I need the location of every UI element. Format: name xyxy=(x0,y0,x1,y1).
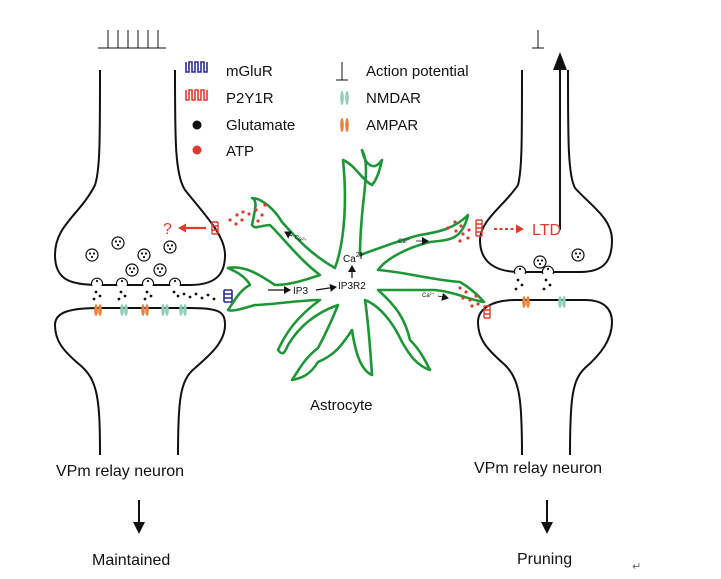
legend-action-potential: Action potential xyxy=(336,62,469,81)
legend-p2y1r: P2Y1R xyxy=(185,89,274,107)
right-postsynaptic-receptors xyxy=(522,296,566,308)
right-output-arrow xyxy=(553,52,567,230)
ca-small-right-lower: Ca2+ xyxy=(422,291,435,299)
return-mark: ↵ xyxy=(632,561,641,573)
astrocyte-cell xyxy=(226,148,486,382)
right-action-potential xyxy=(532,30,544,49)
right-outcome-arrow xyxy=(541,500,553,534)
right-vesicles xyxy=(513,248,585,275)
legend-ampar: AMPAR xyxy=(340,117,418,134)
right-p2y1r-receptor-lower xyxy=(483,305,491,319)
right-neuron-label: VPm relay neuron xyxy=(474,460,602,477)
right-p2y1r-receptor-upper xyxy=(475,219,483,237)
ip3-label: IP3 xyxy=(293,286,308,297)
right-outcome-label: Pruning xyxy=(517,551,572,568)
legend-mglur: mGluR xyxy=(185,61,273,80)
legend-glutamate: Glutamate xyxy=(192,117,295,134)
left-outcome-arrow xyxy=(133,500,145,534)
ca-small-left: Ca2+ xyxy=(293,233,308,246)
ltd-arrow: LTD xyxy=(494,222,561,239)
right-presynaptic-terminal xyxy=(478,69,614,273)
left-postsynaptic-receptors xyxy=(94,304,187,316)
left-neuron-label: VPm relay neuron xyxy=(56,463,184,480)
astrocyte-atp-dots xyxy=(228,203,480,308)
left-p2y1r-receptor xyxy=(211,221,219,235)
legend-atp: ATP xyxy=(192,143,254,160)
atp-dot xyxy=(192,145,202,155)
ca-small-right-upper: Ca2+ xyxy=(398,237,411,245)
right-glutamate-release xyxy=(514,278,552,291)
question-arrow: ? xyxy=(163,221,206,238)
ltd-label: LTD xyxy=(532,222,561,239)
legend-glutamate-label: Glutamate xyxy=(226,117,295,134)
legend-nmdar-label: NMDAR xyxy=(366,90,421,107)
left-mglur-receptor xyxy=(223,289,233,303)
ca-center-label: Ca2+ xyxy=(343,252,364,265)
legend-atp-label: ATP xyxy=(226,143,254,160)
legend-action-potential-label: Action potential xyxy=(366,63,469,80)
right-postsynaptic-neuron xyxy=(476,299,614,456)
legend-nmdar: NMDAR xyxy=(340,90,421,107)
left-action-potential-train xyxy=(98,30,166,49)
glutamate-dot xyxy=(192,120,202,130)
legend-p2y1r-label: P2Y1R xyxy=(226,90,274,107)
legend-ampar-label: AMPAR xyxy=(366,117,418,134)
left-vesicles xyxy=(85,236,182,287)
ip3r2-label: IP3R2 xyxy=(338,281,366,292)
astrocyte-label: Astrocyte xyxy=(310,397,373,414)
question-mark: ? xyxy=(163,221,172,238)
astrocyte-signaling: IP3 IP3R2 Ca2+ Ca2+ Ca2+ Ca2+ xyxy=(268,231,449,301)
left-postsynaptic-neuron xyxy=(53,307,227,456)
left-outcome-label: Maintained xyxy=(92,552,170,569)
legend: mGluR P2Y1R Glutamate ATP Action potenti… xyxy=(185,61,469,160)
left-glutamate-release xyxy=(92,290,216,301)
legend-mglur-label: mGluR xyxy=(226,63,273,80)
